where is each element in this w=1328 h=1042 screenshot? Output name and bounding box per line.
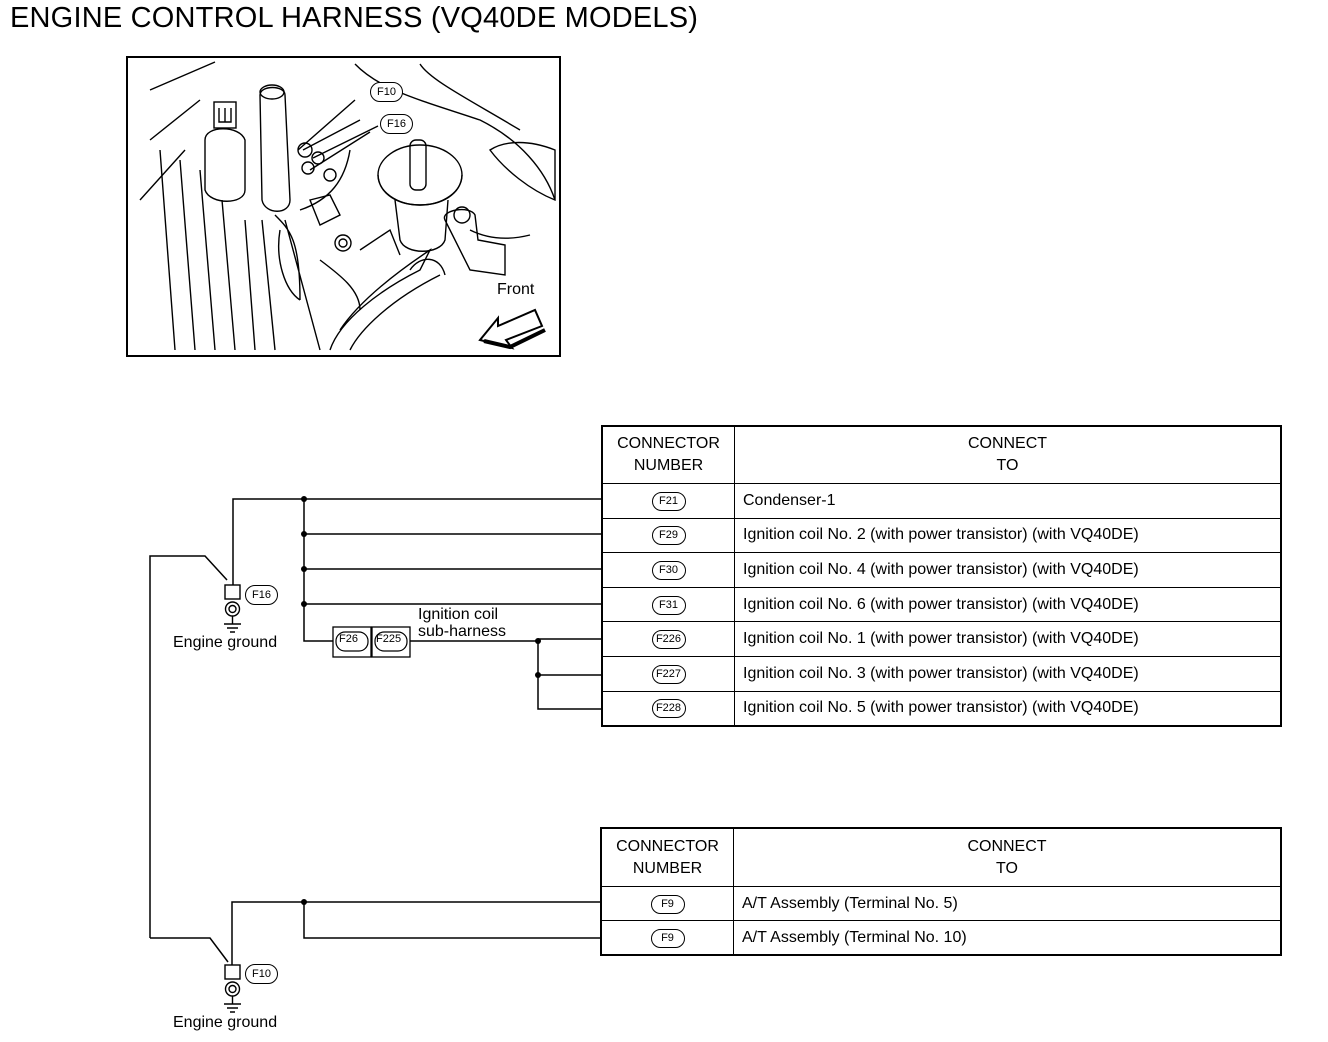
- connector-cell: F9: [600, 886, 734, 921]
- connector-chip: F227: [651, 664, 686, 684]
- ground-connector-f16: F16: [245, 585, 278, 605]
- ground-symbol-icon-f10: [224, 964, 241, 1013]
- engine-ground-label-f16: Engine ground: [173, 634, 278, 651]
- connect-to-header: CONNECT TO: [734, 425, 1282, 484]
- connector-chip: F21: [651, 491, 686, 511]
- connect-to-cell: Ignition coil No. 6 (with power transist…: [734, 586, 1282, 623]
- connector-cell: F9: [600, 920, 734, 956]
- lower-harness-wires: [231, 901, 603, 966]
- connect-to-cell: A/T Assembly (Terminal No. 10): [733, 920, 1282, 956]
- table-row: F21 Condenser-1: [601, 483, 1282, 519]
- connector-cell: F30: [601, 552, 735, 588]
- header-text: NUMBER: [633, 457, 704, 474]
- sub-harness-label-line1: Ignition coil: [418, 606, 499, 623]
- splice-points: [301, 496, 541, 905]
- table-header-row: CONNECTOR NUMBER CONNECT TO: [601, 425, 1282, 484]
- photo-callout-f10: F10: [370, 82, 403, 102]
- header-text: CONNECT: [967, 435, 1048, 452]
- header-text: CONNECTOR: [617, 435, 720, 452]
- table-row: F226 Ignition coil No. 1 (with power tra…: [601, 621, 1282, 657]
- connector-chip: F228: [651, 699, 686, 719]
- header-text: NUMBER: [632, 859, 703, 877]
- sub-harness-box: [332, 626, 411, 658]
- header-text: TO: [996, 859, 1018, 877]
- engine-ground-label-f10: Engine ground: [173, 1014, 278, 1031]
- sub-harness-connector-f225: F225: [376, 633, 402, 645]
- connect-to-cell: Ignition coil No. 4 (with power transist…: [734, 552, 1282, 588]
- upper-harness-wires: [149, 498, 603, 963]
- table-row: F29 Ignition coil No. 2 (with power tran…: [601, 517, 1282, 554]
- connect-to-cell: Ignition coil No. 2 (with power transist…: [734, 517, 1282, 554]
- sub-harness-connector-f26: F26: [339, 633, 358, 645]
- connector-chip: F30: [651, 560, 686, 580]
- ground-connector-f10: F10: [245, 964, 278, 984]
- connector-chip: F9: [650, 894, 685, 914]
- table-row: F9 A/T Assembly (Terminal No. 10): [600, 920, 1282, 956]
- header-text: TO: [996, 457, 1019, 474]
- connect-to-cell: Ignition coil No. 3 (with power transist…: [734, 655, 1282, 692]
- sub-harness-label-line2: sub-harness: [418, 623, 507, 640]
- connect-to-cell: Ignition coil No. 1 (with power transist…: [734, 621, 1282, 657]
- sub-harness-label: Ignition coil sub-harness: [418, 606, 506, 640]
- header-text: CONNECTOR: [616, 837, 719, 855]
- table-header-row: CONNECTOR NUMBER CONNECT TO: [600, 827, 1282, 887]
- connector-cell: F21: [601, 483, 735, 519]
- table-row: F227 Ignition coil No. 3 (with power tra…: [601, 655, 1282, 692]
- connect-to-header: CONNECT TO: [733, 827, 1282, 887]
- connector-cell: F228: [601, 690, 735, 727]
- front-arrow-icon: [478, 308, 546, 350]
- table-row: F31 Ignition coil No. 6 (with power tran…: [601, 586, 1282, 623]
- engine-photo: [126, 56, 561, 357]
- connect-to-cell: Condenser-1: [734, 483, 1282, 519]
- connector-cell: F227: [601, 655, 735, 692]
- photo-callout-f16: F16: [380, 114, 413, 134]
- connector-number-header: CONNECTOR NUMBER: [601, 425, 735, 484]
- table-row: F228 Ignition coil No. 5 (with power tra…: [601, 690, 1282, 727]
- table-row: F9 A/T Assembly (Terminal No. 5): [600, 886, 1282, 921]
- table-row: F30 Ignition coil No. 4 (with power tran…: [601, 552, 1282, 588]
- connector-chip: F29: [651, 526, 686, 546]
- connector-cell: F226: [601, 621, 735, 657]
- front-direction-label: Front: [497, 281, 535, 298]
- connector-cell: F31: [601, 586, 735, 623]
- connector-chip: F9: [650, 928, 685, 948]
- connector-chip: F31: [651, 595, 686, 615]
- ground-symbol-icon-f16: [224, 584, 241, 633]
- connect-to-cell: Ignition coil No. 5 (with power transist…: [734, 690, 1282, 727]
- connect-to-cell: A/T Assembly (Terminal No. 5): [733, 886, 1282, 921]
- connector-chip: F226: [651, 630, 686, 650]
- page-title: ENGINE CONTROL HARNESS (VQ40DE MODELS): [10, 2, 699, 34]
- lower-connector-table: CONNECTOR NUMBER CONNECT TO F9 A/T Assem…: [600, 827, 1282, 956]
- header-text: CONNECT: [967, 837, 1047, 855]
- connector-number-header: CONNECTOR NUMBER: [600, 827, 734, 887]
- connector-cell: F29: [601, 517, 735, 554]
- upper-connector-table: CONNECTOR NUMBER CONNECT TO F21 Condense…: [601, 425, 1282, 728]
